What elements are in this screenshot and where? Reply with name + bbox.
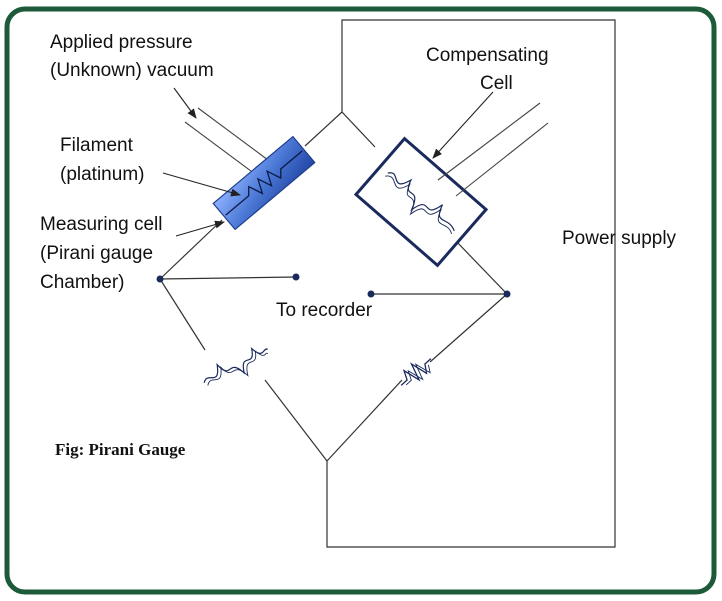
compensating-cell-label-line1: Compensating <box>426 45 549 66</box>
figure-caption: Fig: Pirani Gauge <box>55 440 186 459</box>
power-supply-wiring <box>326 19 616 548</box>
recorder-terminal-left <box>292 273 300 281</box>
compensating-cell-label-line2: Cell <box>480 73 513 94</box>
resistor-bottom-right <box>400 358 432 386</box>
recorder-terminal-right <box>367 290 375 298</box>
applied-pressure-label-line2: (Unknown) vacuum <box>50 60 214 81</box>
filament-label-line1: Filament <box>60 135 134 156</box>
applied-pressure-pipe <box>184 107 269 175</box>
left-node <box>156 275 164 283</box>
compensating-cell <box>353 136 489 268</box>
platinum-filament <box>225 150 303 216</box>
power-supply-label: Power supply <box>562 228 677 249</box>
measuring-cell-label-line2: (Pirani gauge <box>40 243 153 264</box>
measuring-cell <box>212 135 316 231</box>
bridge-nodes <box>156 273 511 298</box>
label-pointers <box>162 172 241 237</box>
bridge-wires <box>159 111 508 462</box>
measuring-cell-label-line3: Chamber) <box>40 272 124 293</box>
applied-pressure-label-line1: Applied pressure <box>50 32 193 53</box>
compensating-arrow <box>432 91 494 159</box>
right-node <box>503 290 511 298</box>
filament-label-line2: (platinum) <box>60 164 144 185</box>
outer-border <box>4 6 717 595</box>
to-recorder-label: To recorder <box>276 300 373 321</box>
measuring-cell-label-line1: Measuring cell <box>40 214 163 235</box>
compensating-pipe <box>437 102 549 197</box>
applied-pressure-arrow <box>173 87 197 119</box>
resistor-bottom-left <box>203 346 269 386</box>
